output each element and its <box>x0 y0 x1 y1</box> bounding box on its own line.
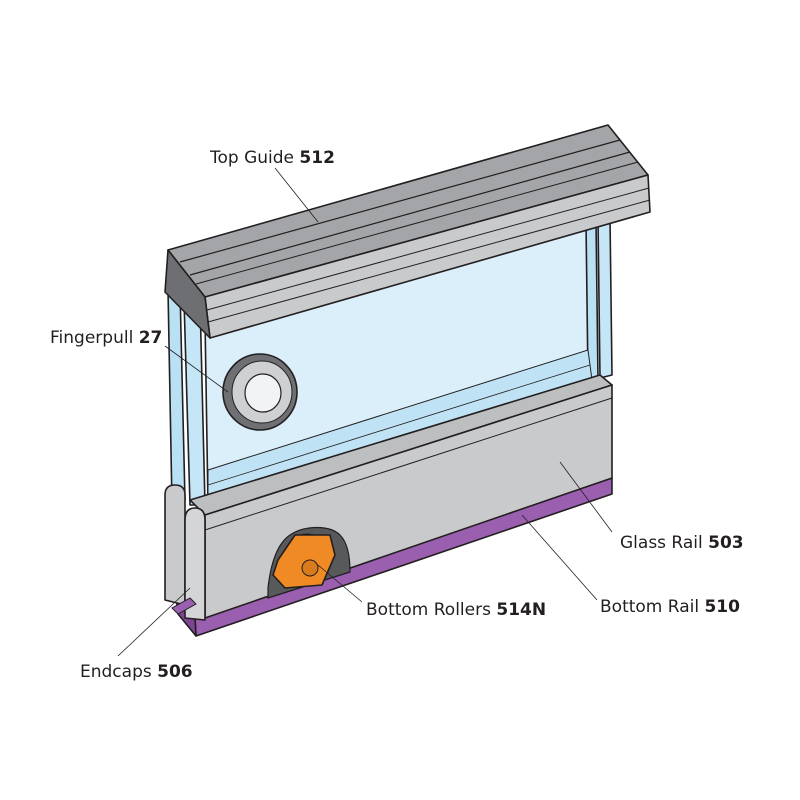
label-top-guide: Top Guide 512 <box>209 148 335 168</box>
label-bottom-rail: Bottom Rail 510 <box>600 597 740 617</box>
top-guide-512 <box>164 124 651 339</box>
label-glass-rail: Glass Rail 503 <box>620 533 744 553</box>
label-endcaps: Endcaps 506 <box>80 662 193 682</box>
leader-lines <box>117 167 613 657</box>
label-bottom-rollers: Bottom Rollers 514N <box>366 600 546 620</box>
endcaps-506 <box>164 484 206 621</box>
label-fingerpull: Fingerpull 27 <box>50 328 162 348</box>
fingerpull-27 <box>222 353 298 431</box>
bottom-rollers-514n <box>272 533 336 589</box>
